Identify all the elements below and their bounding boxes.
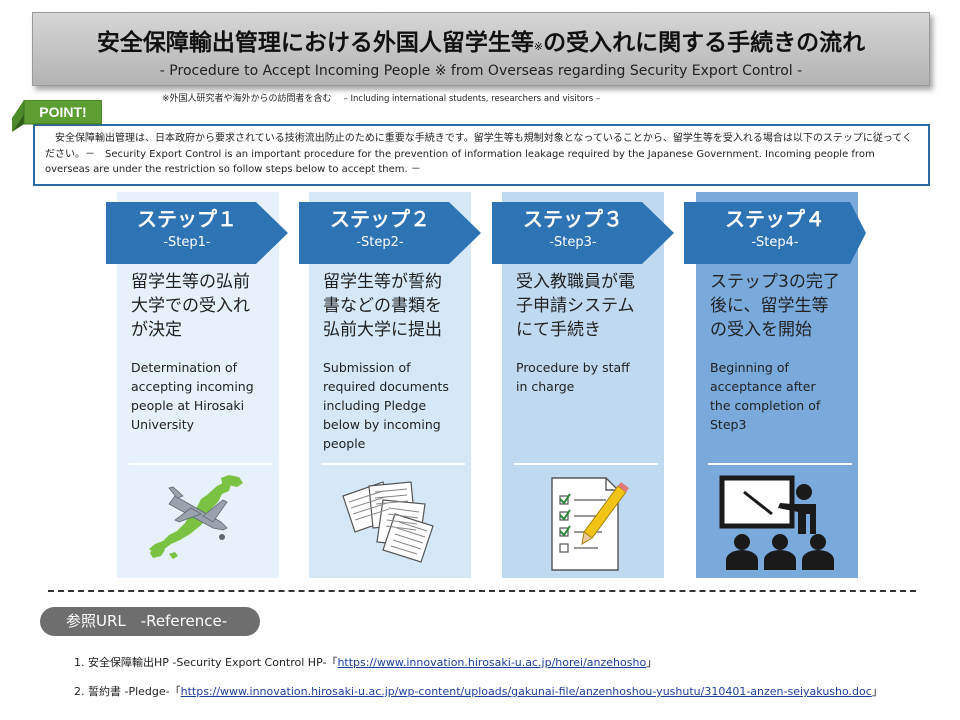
reference-2-prefix: 2. 誓約書 -Pledge-「 [74, 685, 181, 698]
step2-en-line: Submission of [323, 360, 411, 375]
presentation-audience-icon [719, 475, 834, 570]
step1-title: ステップ１ -Step1- [112, 205, 262, 253]
step2-desc-jp: 留学生等が誓約 書などの書類を 弘前大学に提出 [323, 270, 442, 342]
reference-1-link[interactable]: https://www.innovation.hirosaki-u.ac.jp/… [337, 656, 647, 669]
title-text-post: の受入れに関する手続きの流れ [543, 30, 866, 56]
page-title: 安全保障輸出管理における外国人留学生等※の受入れに関する手続きの流れ [33, 23, 929, 57]
step2-en-line: required documents [323, 379, 449, 394]
step1-en-line: Determination of [131, 360, 238, 375]
footnote-jp: ※外国人研究者や海外からの訪問者を含む [162, 94, 332, 104]
step1-arrow [106, 202, 288, 264]
step4-divider [708, 463, 852, 465]
step2-title-jp: ステップ２ [330, 207, 430, 231]
step3-en-line: Procedure by staff [516, 360, 630, 375]
step4-title: ステップ４ -Step4- [700, 205, 850, 253]
reference-1-suffix: 」 [646, 656, 658, 669]
step3-jp-line: 受入教職員が電 [516, 272, 635, 292]
airplane-japan-map-icon [149, 475, 243, 559]
step1-jp-line: 留学生等の弘前 [131, 272, 250, 292]
reference-item-1: 1. 安全保障輸出HP -Security Export Control HP-… [74, 654, 657, 670]
step2-jp-line: 書などの書類を [323, 296, 442, 316]
step2-desc-en: Submission of required documents includi… [323, 358, 449, 453]
step1-divider [129, 463, 273, 465]
step3-jp-line: 子申請システム [516, 296, 635, 316]
step4-desc-en: Beginning of acceptance after the comple… [710, 358, 820, 434]
step4-arrow [684, 202, 866, 264]
step4-title-jp: ステップ４ [725, 207, 825, 231]
step3-jp-line: にて手続き [516, 320, 601, 340]
step3-divider [514, 463, 658, 465]
step4-jp-line: ステップ3の完了 [710, 272, 840, 292]
step2-en-line: people [323, 436, 366, 451]
step-column-1: 留学生等の弘前 大学での受入れ が決定 Determination of acc… [117, 192, 279, 578]
step4-desc-jp: ステップ3の完了 後に、留学生等 の受入を開始 [710, 270, 840, 342]
step1-desc-en: Determination of accepting incoming peop… [131, 358, 254, 434]
step1-title-jp: ステップ１ [137, 207, 237, 231]
step4-jp-line: 後に、留学生等 [710, 296, 829, 316]
step3-desc-en: Procedure by staff in charge [516, 358, 630, 396]
step1-en-line: people at Hirosaki [131, 398, 245, 413]
step2-en-line: including Pledge [323, 398, 427, 413]
step4-en-line: Step3 [710, 417, 747, 432]
step2-title: ステップ２ -Step2- [305, 205, 455, 253]
title-banner: 安全保障輸出管理における外国人留学生等※の受入れに関する手続きの流れ - Pro… [32, 12, 930, 86]
point-text: 安全保障輸出管理は、日本政府から要求されている技術流出防止のために重要な手続きで… [45, 133, 913, 175]
title-mark: ※ [533, 40, 544, 53]
step1-en-line: accepting incoming [131, 379, 254, 394]
step3-title-jp: ステップ３ [523, 207, 623, 231]
documents-icon [342, 481, 434, 563]
reference-2-suffix: 」 [871, 685, 883, 698]
title-text-pre: 安全保障輸出管理における外国人留学生等 [96, 30, 534, 56]
step3-en-line: in charge [516, 379, 575, 394]
step2-jp-line: 弘前大学に提出 [323, 320, 442, 340]
point-flag: POINT! [12, 100, 102, 132]
step1-jp-line: が決定 [131, 320, 182, 340]
step4-en-line: the completion of [710, 398, 821, 413]
page-subtitle: - Procedure to Accept Incoming People ※ … [159, 63, 803, 79]
point-box: 安全保障輸出管理は、日本政府から要求されている技術流出防止のために重要な手続きで… [33, 124, 930, 186]
footnote-en: – Including international students, rese… [343, 94, 601, 104]
step3-title-en: -Step3- [549, 235, 597, 250]
reference-label: 参照URL -Reference- [40, 607, 260, 636]
step2-arrow [299, 202, 481, 264]
step1-title-en: -Step1- [163, 235, 211, 250]
point-label: POINT! [39, 104, 86, 120]
step1-en-line: University [131, 417, 195, 432]
step3-title: ステップ３ -Step3- [498, 205, 648, 253]
step2-en-line: below by incoming [323, 417, 441, 432]
step2-title-en: -Step2- [356, 235, 404, 250]
reference-2-link[interactable]: https://www.innovation.hirosaki-u.ac.jp/… [180, 685, 872, 698]
step4-en-line: Beginning of [710, 360, 789, 375]
step3-desc-jp: 受入教職員が電 子申請システム にて手続き [516, 270, 635, 342]
step4-en-line: acceptance after [710, 379, 816, 394]
step4-jp-line: の受入を開始 [710, 320, 812, 340]
dashed-divider [48, 590, 916, 592]
step1-jp-line: 大学での受入れ [131, 296, 250, 316]
step1-desc-jp: 留学生等の弘前 大学での受入れ が決定 [131, 270, 250, 342]
reference-item-2: 2. 誓約書 -Pledge-「https://www.innovation.h… [74, 683, 883, 699]
step4-title-en: -Step4- [751, 235, 799, 250]
step2-divider [321, 463, 465, 465]
step3-arrow [492, 202, 674, 264]
footnote: ※外国人研究者や海外からの訪問者を含む – Including internati… [162, 91, 600, 104]
checklist-pencil-icon [551, 477, 629, 571]
step2-jp-line: 留学生等が誓約 [323, 272, 442, 292]
reference-1-prefix: 1. 安全保障輸出HP -Security Export Control HP-… [74, 656, 338, 669]
